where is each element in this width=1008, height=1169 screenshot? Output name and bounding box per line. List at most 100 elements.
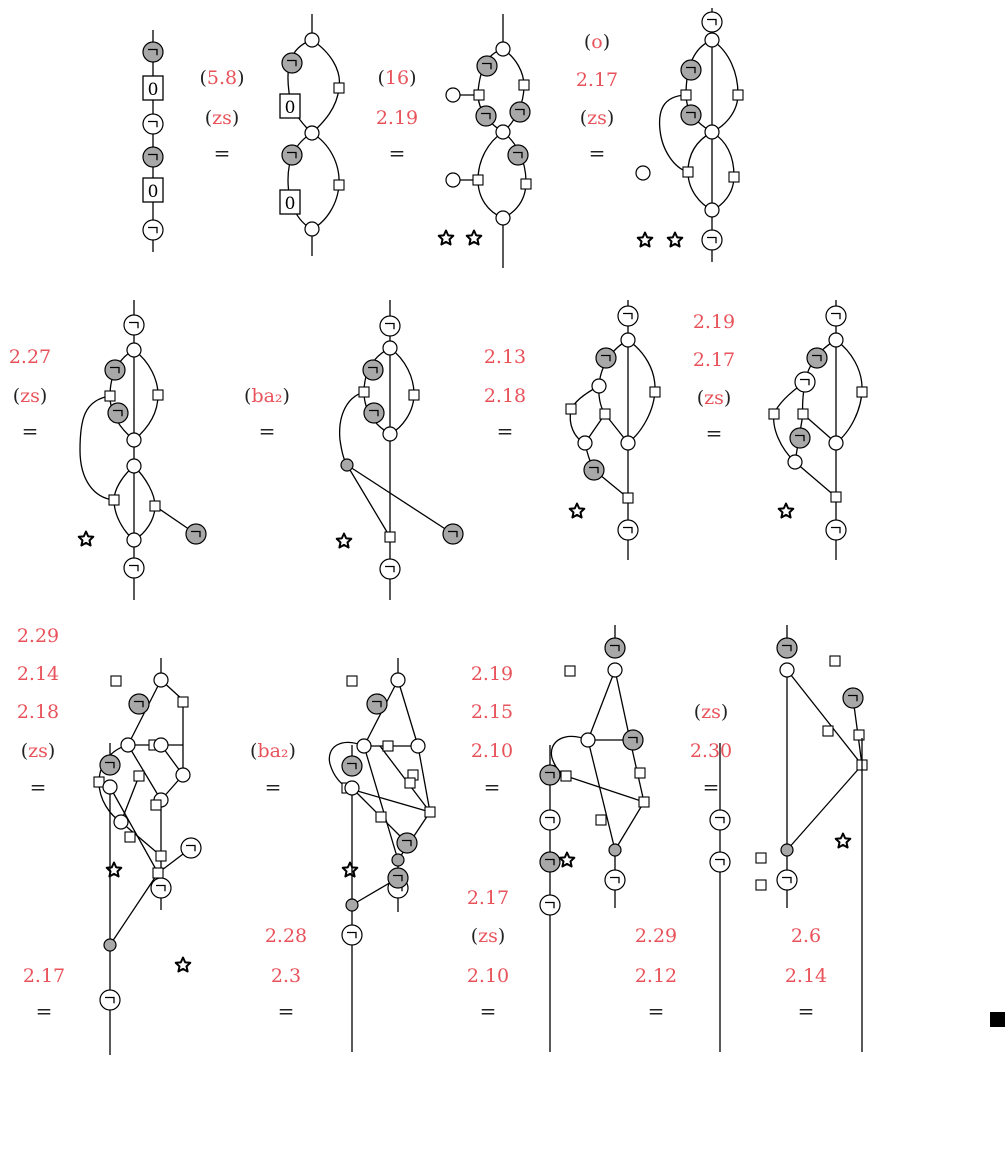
step-15-label: 2.29 2.12 = (635, 925, 677, 1023)
svg-text:2.13: 2.13 (484, 346, 526, 368)
diagram-9 (93, 658, 191, 910)
svg-text:2.18: 2.18 (17, 701, 59, 723)
svg-text:2.30: 2.30 (690, 740, 732, 762)
svg-text:=: = (265, 775, 282, 799)
svg-text:=: = (589, 141, 606, 165)
svg-text:(o): (o) (584, 31, 610, 53)
svg-text:2.14: 2.14 (785, 965, 827, 987)
step-4-label: 2.27 (zs) = (9, 346, 51, 443)
svg-text:2.15: 2.15 (471, 701, 513, 723)
star-icon (105, 861, 123, 878)
step-5-label: (ba₂) = (244, 385, 290, 443)
star-icon (341, 861, 359, 878)
diagram-2: 0 0 (279, 14, 345, 256)
zero-box-label: 0 (285, 194, 296, 214)
svg-text:2.29: 2.29 (635, 925, 677, 947)
diagram-14 (341, 745, 418, 1052)
svg-text:(5.8): (5.8) (199, 67, 244, 89)
star-icon (777, 502, 795, 519)
step-6-label: 2.13 2.18 = (484, 346, 526, 443)
svg-text:=: = (703, 775, 720, 799)
svg-text:(ba₂): (ba₂) (244, 385, 290, 407)
svg-text:2.18: 2.18 (484, 385, 526, 407)
step-16-label: 2.6 2.14 = (785, 925, 827, 1023)
svg-text:=: = (484, 775, 501, 799)
step-10-label: 2.19 2.15 2.10 = (471, 663, 513, 799)
diagram-12 (776, 625, 868, 908)
diagram-1: 0 0 (142, 30, 164, 252)
step-14-label: 2.17 (zs) 2.10 = (467, 887, 509, 1023)
step-13-label: 2.28 2.3 = (265, 925, 307, 1023)
svg-text:2.19: 2.19 (693, 311, 735, 333)
svg-text:2.14: 2.14 (17, 663, 59, 685)
svg-text:=: = (648, 999, 665, 1023)
svg-text:(zs): (zs) (21, 740, 56, 762)
zero-box-label: 0 (148, 80, 159, 100)
svg-text:=: = (497, 419, 514, 443)
diagram-6 (335, 300, 464, 600)
star-icon (636, 231, 654, 248)
star-icon (335, 532, 353, 549)
svg-text:(ba₂): (ba₂) (250, 740, 296, 762)
svg-text:2.17: 2.17 (467, 887, 509, 909)
star-icon (568, 502, 586, 519)
svg-text:=: = (30, 775, 47, 799)
step-7-label: 2.19 2.17 (zs) = (693, 311, 735, 445)
diagram-7 (565, 300, 661, 560)
diagram-8 (768, 300, 868, 560)
step-12-label: 2.17 = (23, 965, 65, 1023)
zero-box-label: 0 (148, 182, 159, 202)
svg-text:2.27: 2.27 (9, 346, 51, 368)
star-icon (465, 229, 483, 246)
svg-text:=: = (214, 141, 231, 165)
svg-text:2.10: 2.10 (471, 740, 513, 762)
diagram-4 (635, 8, 744, 262)
svg-text:(zs): (zs) (697, 387, 732, 409)
star-icon (77, 530, 95, 547)
svg-text:2.12: 2.12 (635, 965, 677, 987)
svg-text:2.6: 2.6 (791, 925, 821, 947)
step-8-label: 2.29 2.14 2.18 (zs) = (17, 625, 59, 799)
diagram-15 (539, 745, 607, 1052)
svg-text:=: = (278, 999, 295, 1023)
svg-text:2.17: 2.17 (23, 965, 65, 987)
svg-text:2.19: 2.19 (471, 663, 513, 685)
diagram-3 (437, 14, 532, 268)
step-11-label: (zs) 2.30 = (690, 701, 732, 799)
step-1-label: (5.8) (zs) = (199, 67, 244, 165)
svg-text:=: = (798, 999, 815, 1023)
qed-square-icon (990, 1012, 1005, 1027)
svg-text:2.29: 2.29 (17, 625, 59, 647)
svg-text:2.17: 2.17 (693, 349, 735, 371)
svg-text:=: = (259, 419, 276, 443)
diagram-16 (709, 743, 767, 1052)
diagram-11 (550, 625, 650, 908)
diagram-13 (99, 743, 202, 1055)
star-icon (666, 231, 684, 248)
svg-text:2.10: 2.10 (467, 965, 509, 987)
svg-text:(16): (16) (377, 67, 416, 89)
diagram-5 (77, 300, 207, 600)
step-9-label: (ba₂) = (250, 740, 296, 799)
svg-text:=: = (389, 141, 406, 165)
svg-text:(zs): (zs) (694, 701, 729, 723)
step-3-label: (o) 2.17 (zs) = (576, 31, 618, 165)
svg-text:=: = (706, 421, 723, 445)
step-2-label: (16) 2.19 = (376, 67, 418, 165)
star-icon (174, 956, 192, 973)
svg-text:(zs): (zs) (13, 385, 48, 407)
svg-text:2.17: 2.17 (576, 69, 618, 91)
svg-text:=: = (36, 999, 53, 1023)
svg-text:2.19: 2.19 (376, 107, 418, 129)
svg-text:(zs): (zs) (580, 107, 615, 129)
svg-text:(zs): (zs) (471, 925, 506, 947)
star-icon (834, 832, 852, 849)
svg-text:2.3: 2.3 (271, 965, 301, 987)
svg-text:=: = (22, 419, 39, 443)
star-icon (558, 851, 576, 868)
star-icon (437, 229, 455, 246)
svg-text:(zs): (zs) (205, 107, 240, 129)
svg-text:=: = (480, 999, 497, 1023)
svg-text:2.28: 2.28 (265, 925, 307, 947)
